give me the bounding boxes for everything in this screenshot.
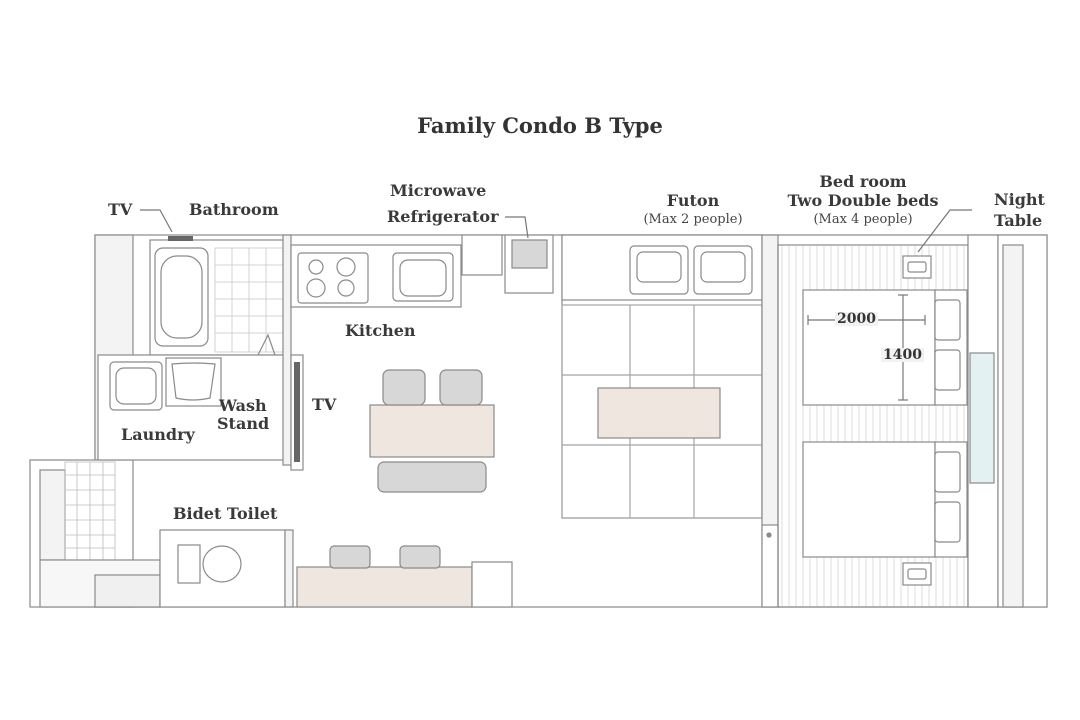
label-tv-bathroom: TV: [108, 200, 133, 219]
tile-floor-entry: [64, 461, 116, 561]
partition-wall: [282, 234, 292, 466]
bathroom-tile: [214, 247, 284, 353]
label-tv-living: TV: [312, 395, 337, 414]
kitchen-sink: [392, 252, 454, 302]
label-night: Night: [994, 190, 1045, 209]
pillow: [934, 349, 961, 391]
page-title: Family Condo B Type: [417, 113, 663, 138]
stove: [297, 252, 369, 304]
stool: [329, 545, 371, 569]
bed-width-dimension: [898, 294, 908, 401]
toilet-bowl: [202, 545, 242, 583]
bathroom-tv: [168, 236, 193, 241]
label-kitchen: Kitchen: [345, 321, 416, 340]
window-glass: [969, 352, 995, 484]
night-table-bottom: [902, 562, 932, 586]
night-table-top: [902, 255, 932, 279]
label-futon-capacity: (Max 2 people): [643, 212, 743, 227]
kitchen-counter: [290, 244, 462, 308]
label-table: Table: [994, 211, 1043, 230]
pillow: [934, 451, 961, 493]
label-wash: Wash: [219, 396, 267, 415]
pillow: [934, 299, 961, 341]
washing-machine: [109, 361, 163, 411]
side-cabinet: [471, 561, 513, 608]
label-two-double-beds: Two Double beds: [787, 191, 939, 210]
night-table-callout-line: [917, 209, 972, 253]
label-stand: Stand: [217, 414, 270, 433]
label-refrigerator: Refrigerator: [387, 207, 499, 226]
label-microwave: Microwave: [390, 181, 487, 200]
lower-counter: [296, 566, 473, 608]
pillow: [934, 501, 961, 543]
low-table: [597, 387, 721, 439]
label-bedroom-capacity: (Max 4 people): [813, 212, 913, 227]
refrigerator-callout-line: [505, 216, 529, 239]
tv-callout-line: [140, 209, 173, 233]
label-laundry: Laundry: [121, 425, 195, 444]
toilet-tank: [177, 544, 201, 584]
bottom-left-cabinet: [39, 469, 66, 561]
label-futon: Futon: [666, 191, 720, 210]
chair: [439, 369, 483, 406]
label-bed-width: 1400: [881, 347, 924, 363]
chair: [382, 369, 426, 406]
label-bedroom: Bed room: [819, 172, 907, 191]
microwave-box: [461, 234, 503, 276]
label-bed-length: 2000: [835, 311, 878, 327]
label-bathroom: Bathroom: [189, 200, 279, 219]
dining-table: [369, 404, 495, 458]
bench: [377, 461, 487, 493]
double-bed-1: [802, 289, 936, 406]
label-bidet-toilet: Bidet Toilet: [173, 504, 278, 523]
double-bed-2: [802, 441, 936, 558]
stool: [399, 545, 441, 569]
